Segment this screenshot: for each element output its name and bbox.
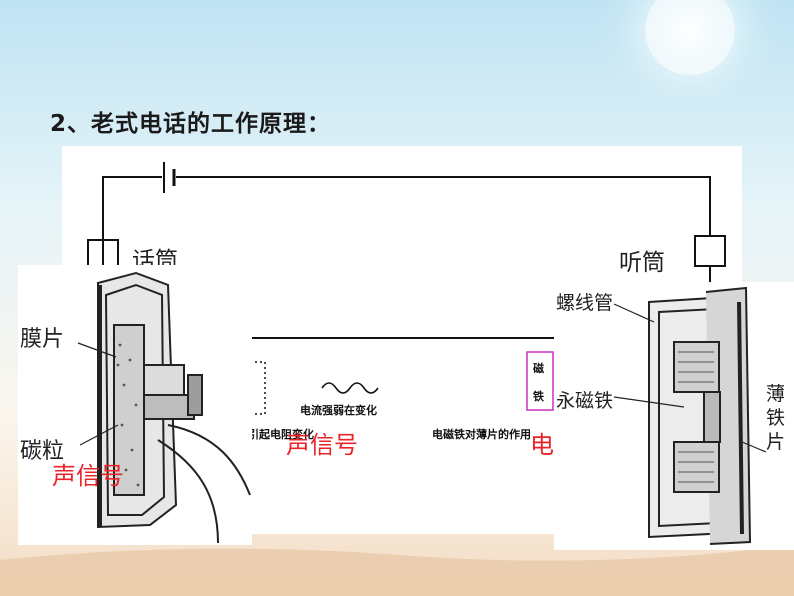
variable-resistor <box>244 361 266 415</box>
receiver-cross-section <box>613 286 767 545</box>
thin-iron-sheet-label: 薄 铁 片 <box>766 383 786 453</box>
resistance-change-label: 引起电阻变化 <box>248 428 314 441</box>
receiver-box <box>694 235 726 267</box>
sound-signal-label-2: 声信号 <box>286 431 358 459</box>
solenoid-label: 螺线管 <box>556 292 614 314</box>
magnet-char-2: 铁 <box>533 390 544 403</box>
receiver-diagram: 螺线管 永磁铁 薄 铁 片 <box>554 282 794 550</box>
carbon-grains-label: 碳粒 <box>20 439 65 464</box>
diaphragm-label: 膜片 <box>20 327 65 352</box>
microphone-cross-section <box>77 271 251 544</box>
permanent-magnet-label: 永磁铁 <box>556 390 614 412</box>
magnet-effect-label: 电磁铁对薄片的作用 <box>432 428 531 441</box>
current-change-label: 电流强弱在变化 <box>300 404 377 417</box>
magnet-box <box>526 351 554 411</box>
microphone-diagram: 膜片 碳粒 <box>18 265 252 545</box>
sand-dune <box>0 545 794 596</box>
page-title: 2、老式电话的工作原理： <box>50 111 332 137</box>
receiver-label: 听筒 <box>619 250 665 276</box>
wire-top-right <box>176 176 711 236</box>
sound-signal-label-1: 声信号 <box>52 462 124 490</box>
current-wave <box>321 382 379 394</box>
wire-top-left <box>102 176 162 268</box>
magnet-char-1: 磁 <box>533 362 544 375</box>
sun <box>645 0 735 75</box>
